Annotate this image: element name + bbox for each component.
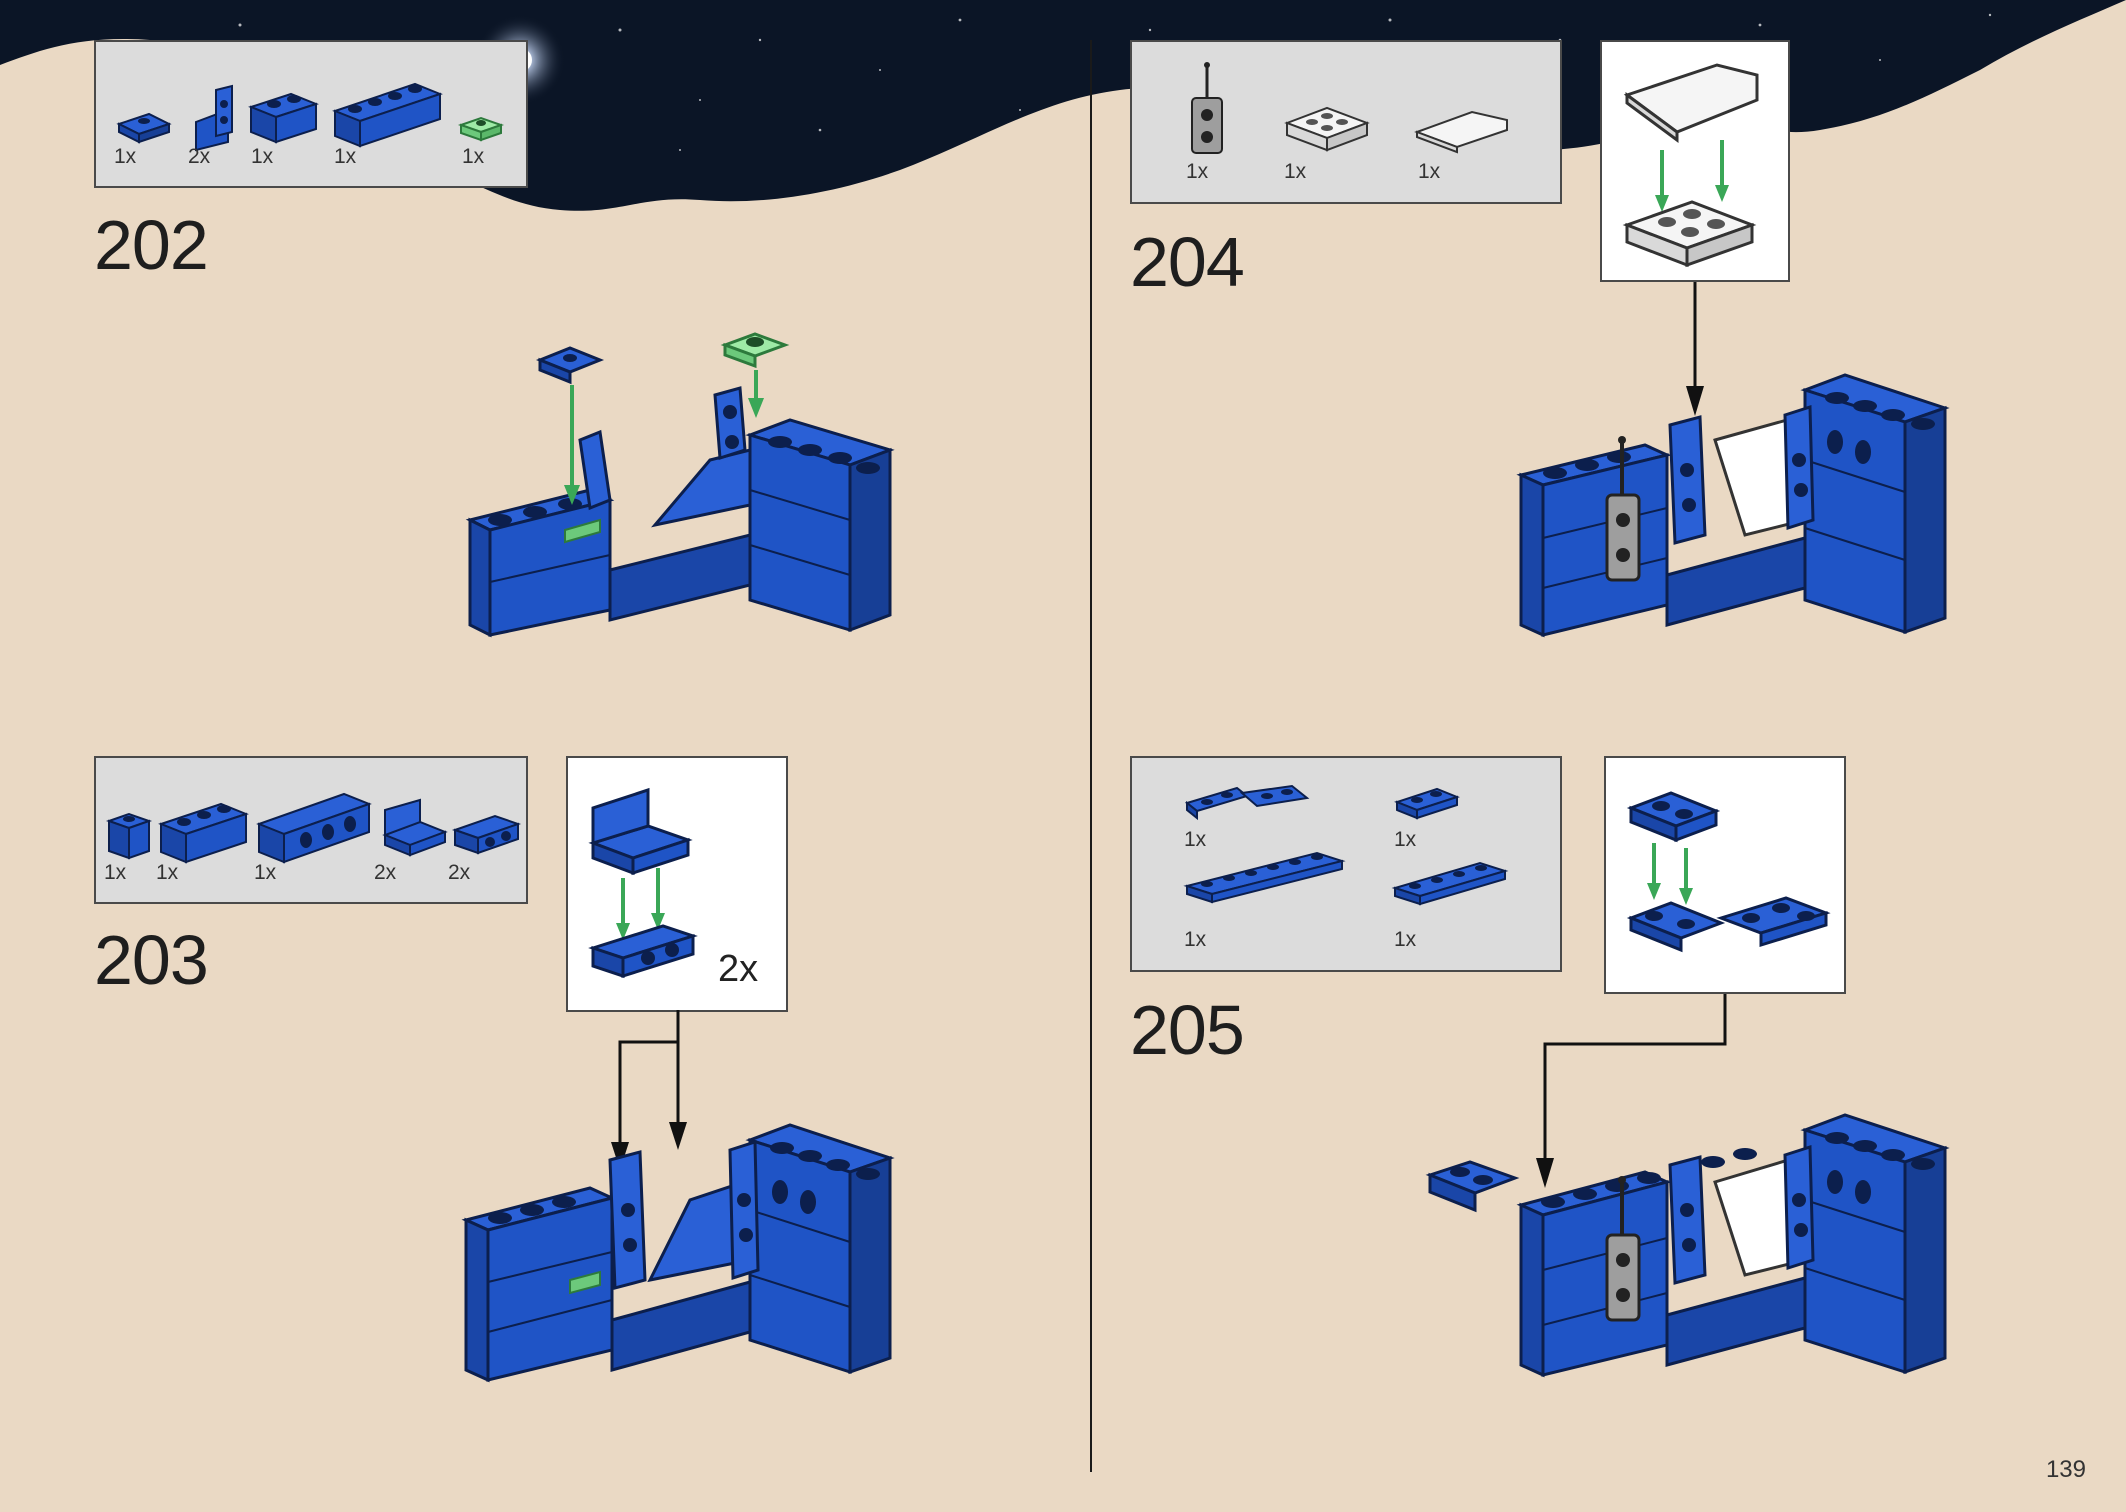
- seat-icon: [382, 798, 448, 857]
- part-qty: 1x: [462, 145, 485, 168]
- step-202-model: [465, 332, 895, 638]
- parts-list-203: 1x 1x 1x 2x 2x: [94, 756, 528, 904]
- part-qty: 1x: [1184, 828, 1207, 851]
- part-qty: 1x: [156, 861, 179, 884]
- part-qty: 1x: [1186, 160, 1209, 183]
- step-number-203: 203: [94, 921, 209, 999]
- part-qty: 1x: [1394, 928, 1417, 951]
- part-qty: 1x: [1394, 828, 1417, 851]
- callout-203: 2x: [566, 756, 788, 1012]
- part-qty: 1x: [104, 861, 127, 884]
- technic-brick-1x4-icon: [256, 792, 372, 864]
- callout-multiplier: 2x: [718, 948, 759, 990]
- callout-204: [1600, 40, 1790, 282]
- white-wedge-tile-icon: [1414, 110, 1508, 154]
- bracket-icon: [195, 84, 233, 152]
- part-qty: 2x: [448, 861, 471, 884]
- brick-1x1-icon: [105, 812, 153, 860]
- plate-1x4-icon: [1391, 861, 1509, 906]
- plate-1x6-icon: [1183, 851, 1346, 904]
- part-qty: 1x: [1418, 160, 1441, 183]
- step-number-202: 202: [94, 206, 209, 284]
- plate-1x2-icon: [1394, 787, 1460, 820]
- white-plate-2x2-icon: [1284, 106, 1370, 152]
- page-number: 139: [2045, 1456, 2086, 1483]
- parts-list-205: 1x 1x 1x 1x: [1130, 756, 1562, 972]
- plates-callout-icon: [1626, 791, 1831, 953]
- hinge-plate-icon: [1184, 784, 1310, 821]
- part-qty: 2x: [374, 861, 397, 884]
- callout-connector-205: [1536, 994, 1727, 1188]
- step-number-205: 205: [1130, 991, 1245, 1069]
- step-204-model: [1516, 373, 1950, 638]
- tile-on-plate-callout-icon: [1622, 63, 1759, 268]
- step-number-204: 204: [1130, 223, 1245, 301]
- seat-callout-icon: [588, 787, 698, 979]
- antenna-radio-icon: [1191, 62, 1223, 154]
- part-qty: 2x: [188, 145, 211, 168]
- step-205-model: [1425, 1113, 1950, 1378]
- brick-1x3-icon: [158, 802, 249, 864]
- brick-1x4-icon: [332, 82, 443, 148]
- parts-list-202: 1x 2x 1x 1x 1x: [94, 40, 528, 188]
- part-qty: 1x: [251, 145, 274, 168]
- part-qty: 1x: [334, 145, 357, 168]
- trans-green-plate-icon: [457, 116, 505, 142]
- callout-connector-204: [1686, 282, 1704, 416]
- brick-1x2-icon: [248, 92, 319, 144]
- part-qty: 1x: [1184, 928, 1207, 951]
- part-qty: 1x: [254, 861, 277, 884]
- part-qty: 1x: [114, 145, 137, 168]
- step-203-model: [461, 1123, 895, 1383]
- plate-clip-icon: [116, 112, 172, 144]
- callout-205: [1604, 756, 1846, 994]
- parts-list-204: 1x 1x 1x: [1130, 40, 1562, 204]
- bracket-plate-icon: [451, 814, 522, 855]
- page-divider: [1090, 40, 1092, 1472]
- part-qty: 1x: [1284, 160, 1307, 183]
